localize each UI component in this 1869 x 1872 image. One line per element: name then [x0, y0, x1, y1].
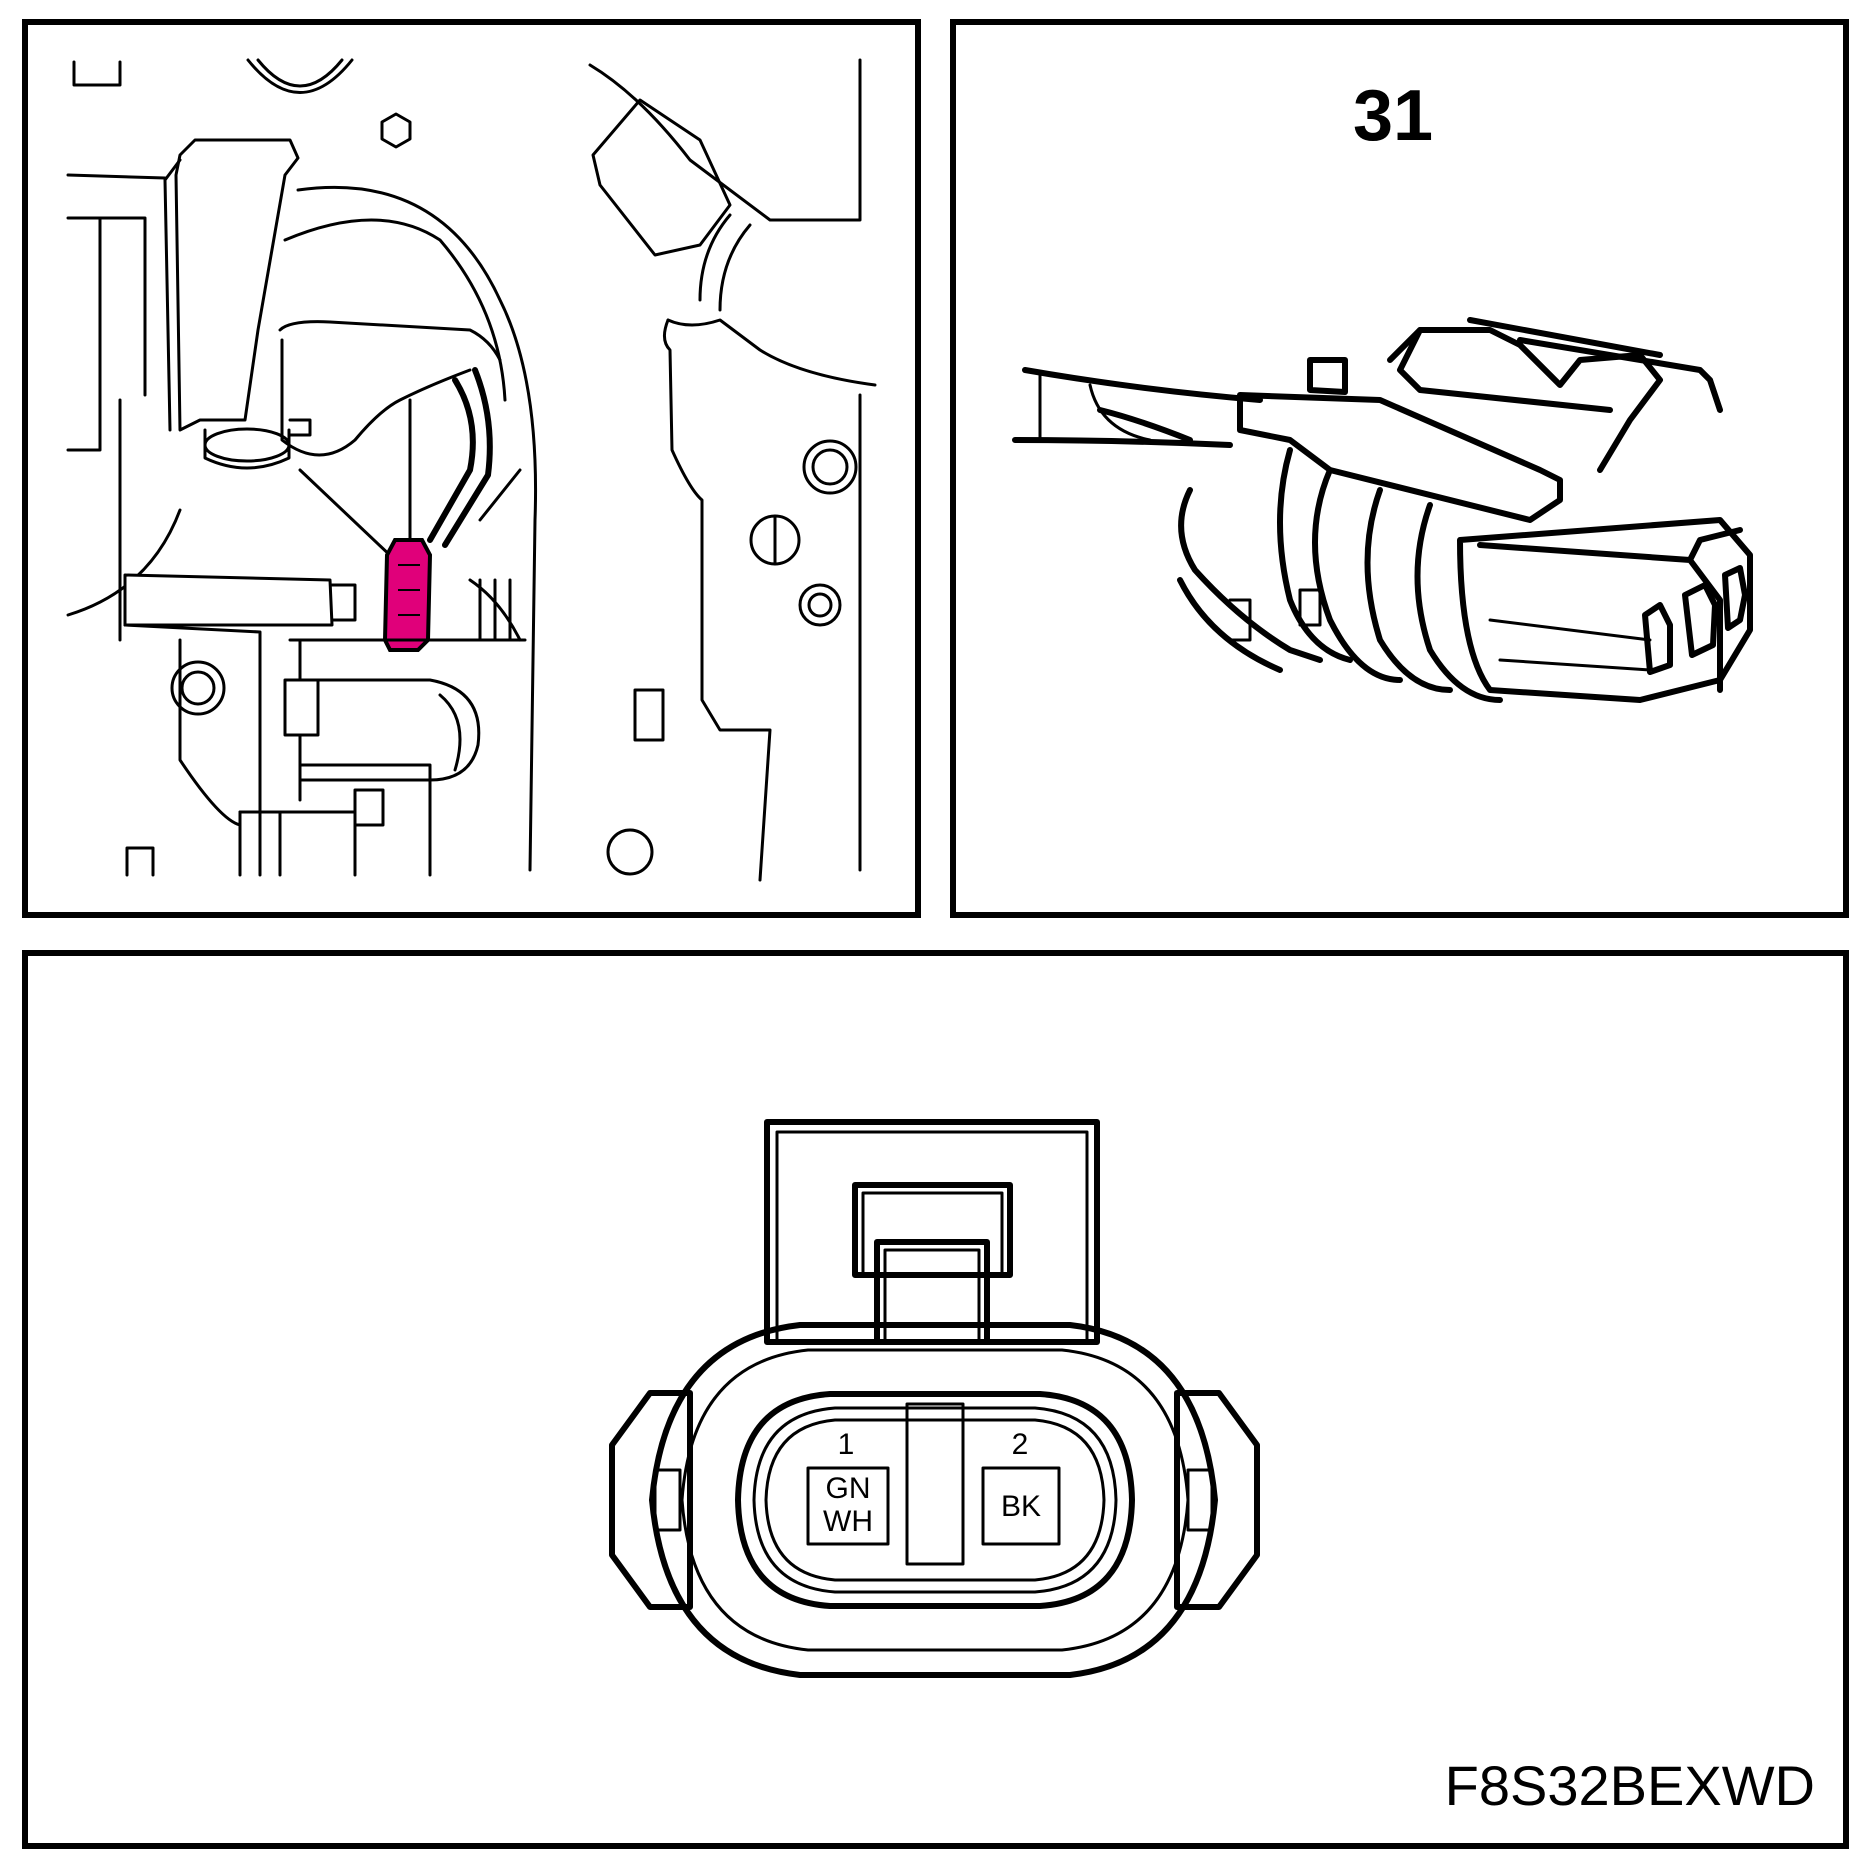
pin-2-cavity — [981, 1466, 1061, 1546]
connector-location-highlight — [382, 538, 433, 652]
pin-1: 1 GN WH — [806, 1428, 890, 1546]
connector-latch — [764, 1119, 1100, 1345]
connector-face-panel: 1 GN WH 2 BK F8S32BEXWD — [22, 950, 1849, 1849]
pin-2: 2 BK — [981, 1428, 1061, 1546]
pin-1-cavity — [806, 1466, 890, 1546]
location-view-panel — [22, 19, 921, 918]
pin-1-wire-color-line-1: GN — [826, 1472, 871, 1505]
pin-2-wire-color-line-1: BK — [1001, 1490, 1041, 1523]
pin-1-wire-color-line-2: WH — [823, 1505, 873, 1538]
pin-1-number: 1 — [838, 1428, 855, 1461]
callout-number: 31 — [1353, 76, 1433, 156]
pin-2-number: 2 — [1012, 1428, 1029, 1461]
connector-shell — [649, 1322, 1218, 1678]
connector-3d-panel: 31 — [950, 19, 1849, 918]
connector-side-ears — [609, 1390, 1260, 1610]
reference-code: F8S32BEXWD — [1445, 1754, 1815, 1817]
